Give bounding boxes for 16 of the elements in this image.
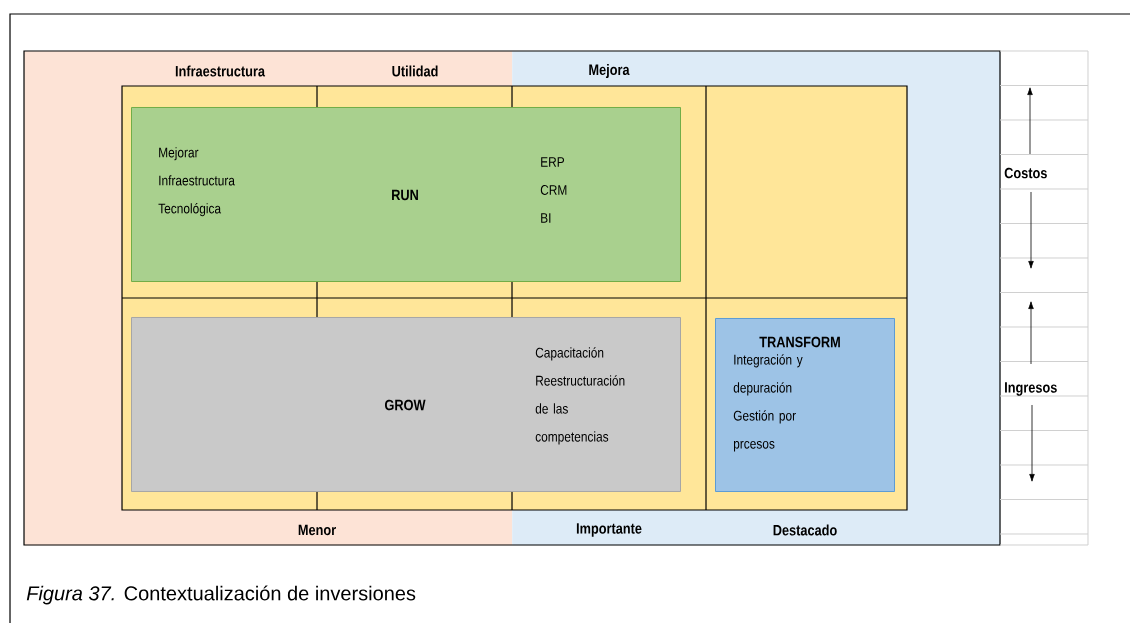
body-text: Integración y depuración Gestión por prcesos — [733, 354, 803, 452]
heading-text: GROW — [385, 399, 426, 411]
body-text: Mejorar Infraestructura Tecnológica — [158, 147, 235, 217]
body-text: ERP CRM BI — [540, 157, 567, 223]
heading-text: RUN — [392, 189, 418, 201]
heading-text: Destacado — [773, 524, 837, 536]
heading-text: Importante — [576, 523, 642, 537]
caption: Figura 37. Contextualización de inversiones — [26, 585, 416, 605]
heading-text: Mejora — [589, 64, 630, 78]
axis-label: Costos — [1004, 167, 1047, 179]
heading-text: TRANSFORM — [759, 336, 840, 348]
heading-text: Infraestructura — [175, 65, 266, 77]
heading-text: Menor — [298, 524, 336, 536]
axis-label: Ingresos — [1005, 382, 1057, 396]
body-text: Capacitación Reestructuración de las competencias — [535, 347, 625, 445]
heading-text: Utilidad — [392, 65, 438, 77]
